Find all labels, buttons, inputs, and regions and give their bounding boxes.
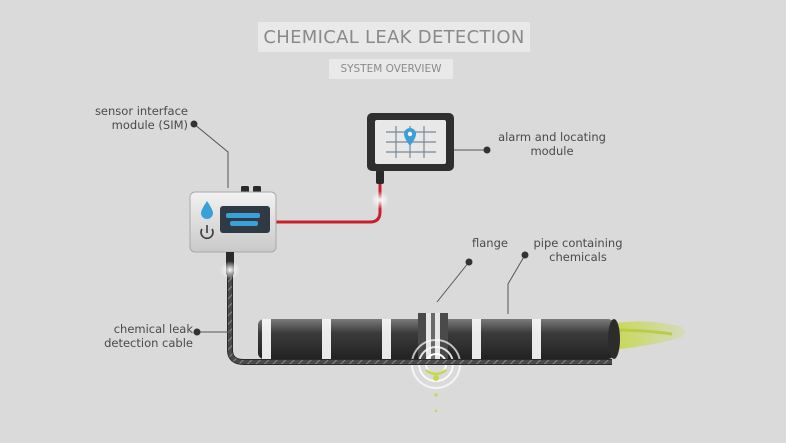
leader-lines xyxy=(193,123,526,333)
cable-connector-glow xyxy=(220,261,240,279)
location-pin-icon xyxy=(404,128,416,146)
diagram-title: CHEMICAL LEAK DETECTION xyxy=(258,22,530,52)
power-icon xyxy=(200,225,214,240)
flange xyxy=(418,313,448,365)
diagram-subtitle: SYSTEM OVERVIEW xyxy=(329,59,453,79)
alarm-locating-module xyxy=(367,113,454,171)
label-pipe: pipe containing chemicals xyxy=(533,236,623,264)
leak-fluid xyxy=(611,321,685,350)
signal-cable xyxy=(276,170,384,224)
water-drop-icon xyxy=(201,201,213,219)
label-sim: sensor interface module (SIM) xyxy=(94,104,188,132)
label-alarm: alarm and locating module xyxy=(498,130,606,158)
leader-dots xyxy=(190,120,529,336)
sensor-interface-module xyxy=(189,186,277,258)
signal-connector-glow xyxy=(371,191,389,209)
label-cable: chemical leak detection cable xyxy=(104,322,193,350)
label-flange: flange xyxy=(472,236,508,250)
